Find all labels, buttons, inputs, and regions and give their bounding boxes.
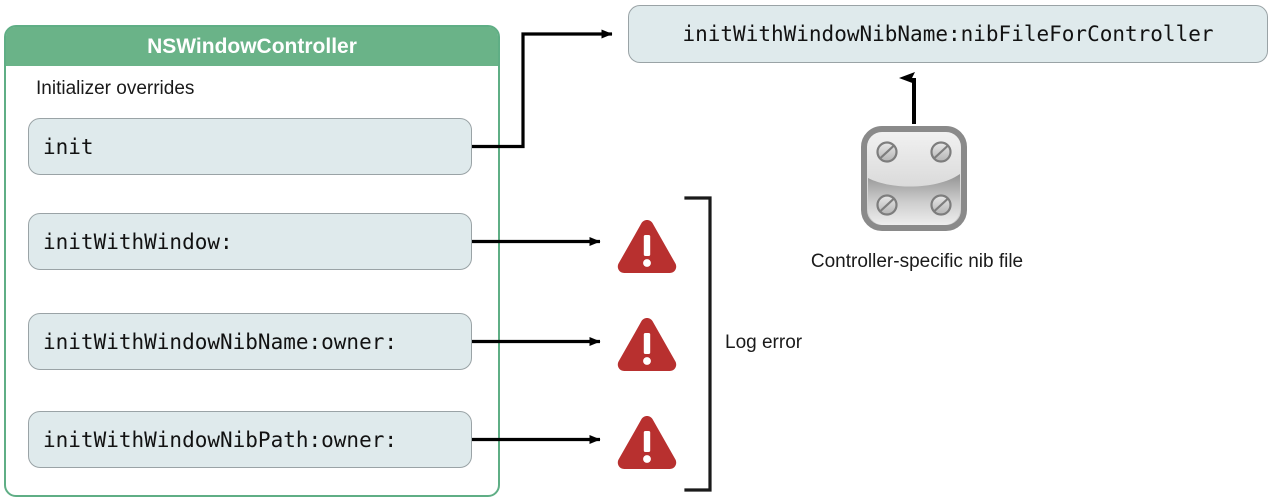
section-label-initializer-overrides: Initializer overrides bbox=[36, 78, 195, 99]
method-box-init-with-window-nib-path-owner[interactable]: initWithWindowNibPath:owner: bbox=[28, 411, 472, 468]
warning-triangle-icon bbox=[617, 416, 677, 469]
error-group-bracket bbox=[684, 196, 712, 492]
nib-file-icon bbox=[861, 126, 967, 231]
method-box-init-with-window[interactable]: initWithWindow: bbox=[28, 213, 472, 270]
method-box-init-with-window-nib-name-owner[interactable]: initWithWindowNibName:owner: bbox=[28, 313, 472, 370]
method-box-init[interactable]: init bbox=[28, 118, 472, 175]
warning-triangle-icon bbox=[617, 318, 677, 371]
warning-triangle-icon bbox=[617, 220, 677, 273]
class-name-header: NSWindowController bbox=[6, 27, 498, 66]
nib-file-caption: Controller-specific nib file bbox=[810, 251, 1024, 272]
error-group-label: Log error bbox=[725, 332, 803, 353]
target-box-init-with-window-nib-name-nibfileforcontroller[interactable]: initWithWindowNibName:nibFileForControll… bbox=[628, 5, 1268, 63]
